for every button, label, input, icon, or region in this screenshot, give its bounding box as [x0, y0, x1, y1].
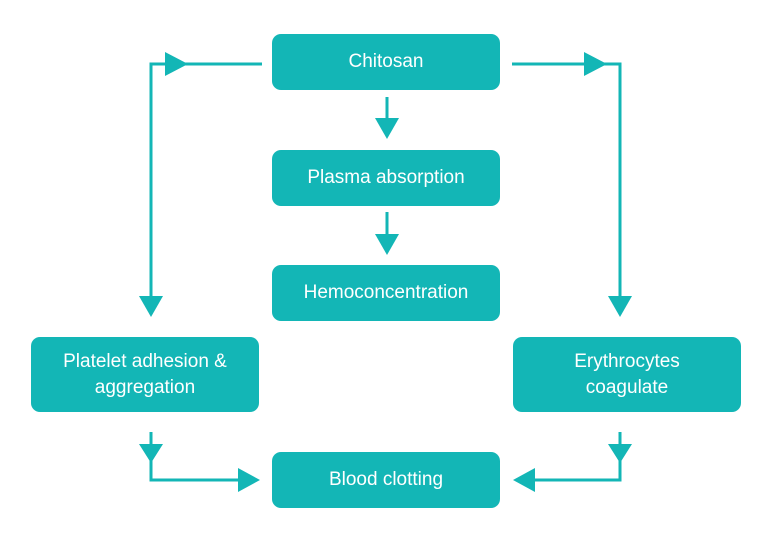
arrow-chitosan-to-erythrocytes: [512, 52, 632, 317]
arrow-chitosan-to-plasma-absorption: [375, 97, 399, 139]
hemoconcentration-box: Hemoconcentration: [272, 265, 500, 321]
blood-clotting-label: Blood clotting: [328, 469, 444, 490]
plasma-absorption-box: Plasma absorption: [272, 150, 500, 206]
arrow-chitosan-to-platelet-adhesion: [139, 52, 262, 317]
erythrocytes-box: Erythrocytes coagulate: [513, 337, 741, 412]
hemoconcentration-label: Hemoconcentration: [303, 282, 469, 303]
arrow-plasma-absorption-to-hemoconcentration: [375, 212, 399, 255]
platelet-adhesion-box: Platelet adhesion & aggregation: [31, 337, 259, 412]
erythrocytes-label: Erythrocytes coagulate: [574, 350, 680, 398]
arrow-erythrocytes-to-blood-clotting: [513, 432, 632, 492]
arrow-platelet-adhesion-to-blood-clotting: [139, 432, 260, 492]
plasma-absorption-label: Plasma absorption: [307, 167, 465, 188]
chitosan-label: Chitosan: [348, 51, 424, 72]
blood-clotting-box: Blood clotting: [272, 452, 500, 508]
chitosan-box: Chitosan: [272, 34, 500, 90]
platelet-adhesion-label: Platelet adhesion & aggregation: [63, 350, 227, 398]
